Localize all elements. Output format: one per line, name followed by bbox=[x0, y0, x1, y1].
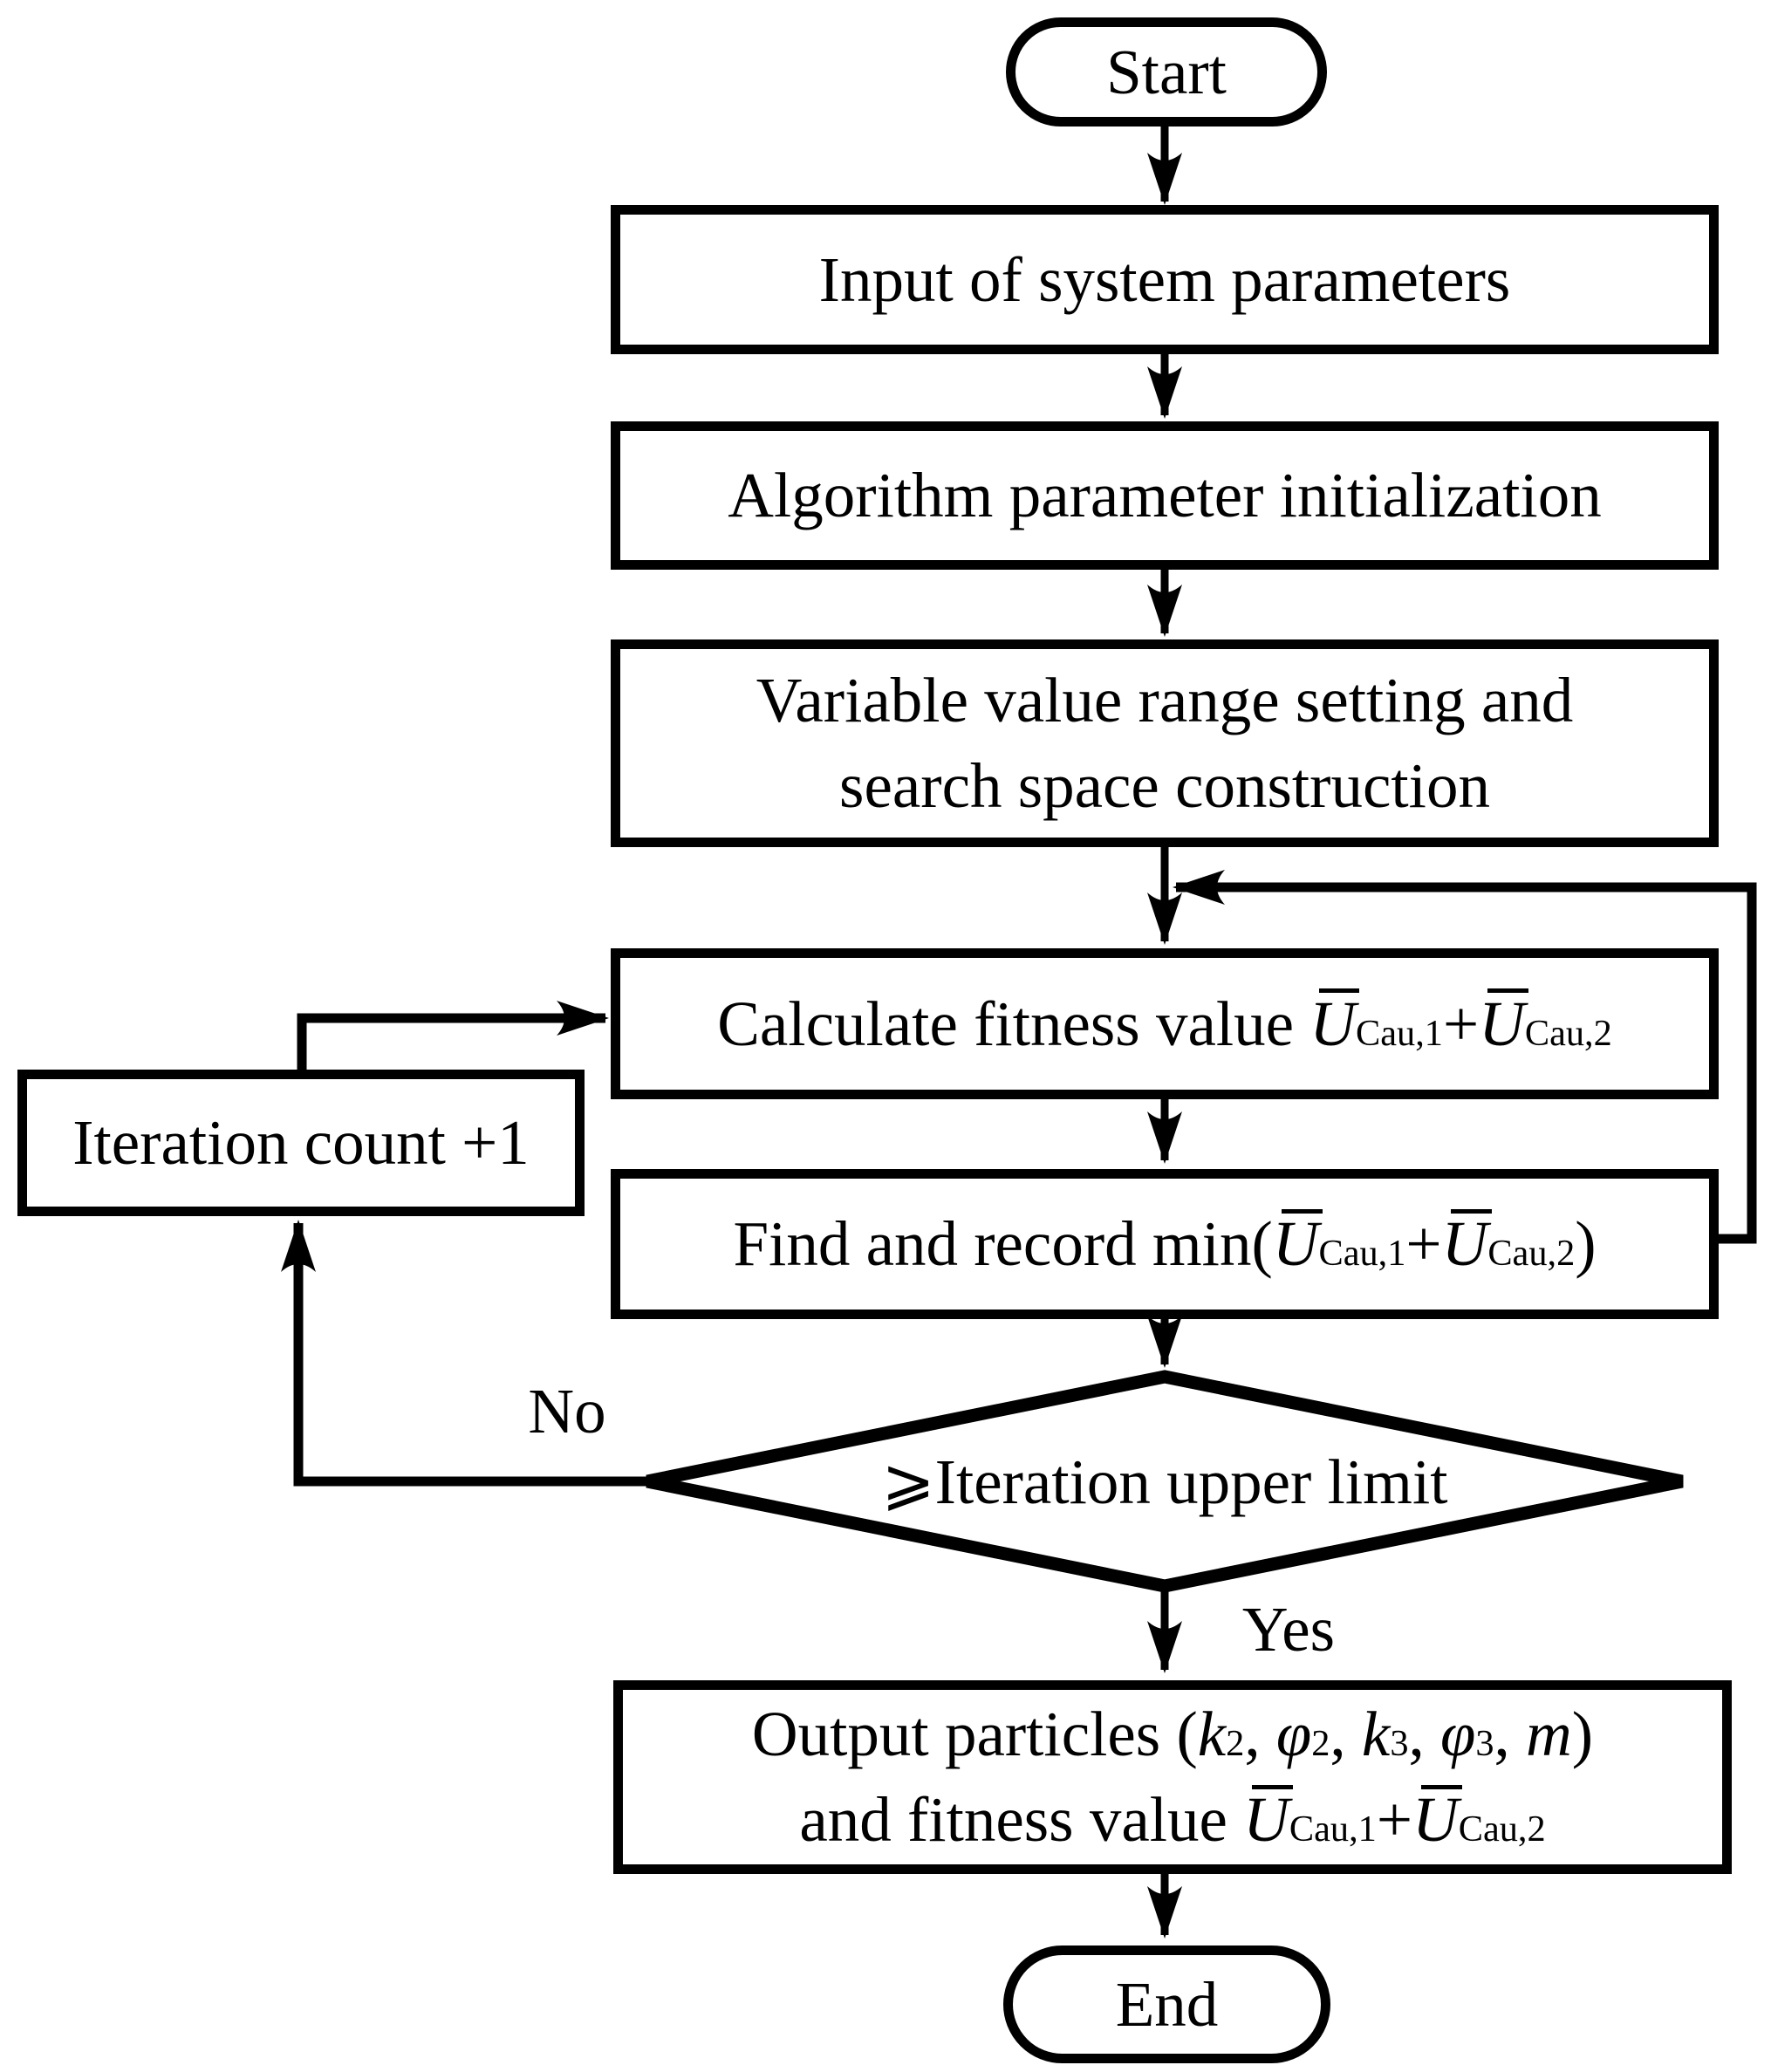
flowchart-node-end: End bbox=[1003, 1945, 1330, 2063]
node-label: Calculate fitness value UCau,1+UCau,2 bbox=[717, 981, 1612, 1067]
flowchart-node-calc-fitness: Calculate fitness value UCau,1+UCau,2 bbox=[611, 948, 1719, 1099]
flowchart-node-find-min: Find and record min(UCau,1+UCau,2) bbox=[611, 1169, 1719, 1319]
flowchart-node-range-setting: Variable value range setting and search … bbox=[611, 639, 1719, 847]
edge-find-feedback-loop bbox=[1173, 870, 1757, 1244]
flowchart-node-output: Output particles (k2, φ2, k3, φ3, m) and… bbox=[613, 1680, 1732, 1874]
flowchart-node-start: Start bbox=[1006, 17, 1327, 127]
decision-diamond-shape bbox=[646, 1370, 1684, 1593]
node-label-line2: and fitness value UCau,1+UCau,2 bbox=[799, 1777, 1545, 1863]
flowchart-node-iteration-count: Iteration count +1 bbox=[17, 1070, 585, 1216]
flowchart-node-input-params: Input of system parameters bbox=[611, 205, 1719, 354]
node-label: Find and record min(UCau,1+UCau,2) bbox=[733, 1201, 1596, 1287]
node-label: ⩾Iteration upper limit bbox=[881, 1446, 1448, 1517]
node-label: Iteration count +1 bbox=[72, 1107, 530, 1179]
node-label: Algorithm parameter initialization bbox=[728, 460, 1602, 531]
edge-iteration-to-calc bbox=[297, 1001, 609, 1070]
node-label: End bbox=[1115, 1968, 1219, 2040]
node-label-line1: Variable value range setting and bbox=[756, 665, 1574, 736]
flowchart-node-iteration-limit-label: ⩾Iteration upper limit bbox=[647, 1433, 1682, 1529]
node-label-line1: Output particles (k2, φ2, k3, φ3, m) bbox=[751, 1699, 1594, 1770]
edge-decision-no-to-iteration bbox=[281, 1220, 651, 1487]
flowchart-node-algo-init: Algorithm parameter initialization bbox=[611, 421, 1719, 570]
node-label-line2: search space construction bbox=[839, 750, 1490, 821]
node-label: Input of system parameters bbox=[818, 243, 1511, 315]
node-label: Start bbox=[1106, 36, 1227, 107]
edge-label-yes: Yes bbox=[1241, 1594, 1336, 1665]
edge-label-no: No bbox=[528, 1376, 606, 1446]
